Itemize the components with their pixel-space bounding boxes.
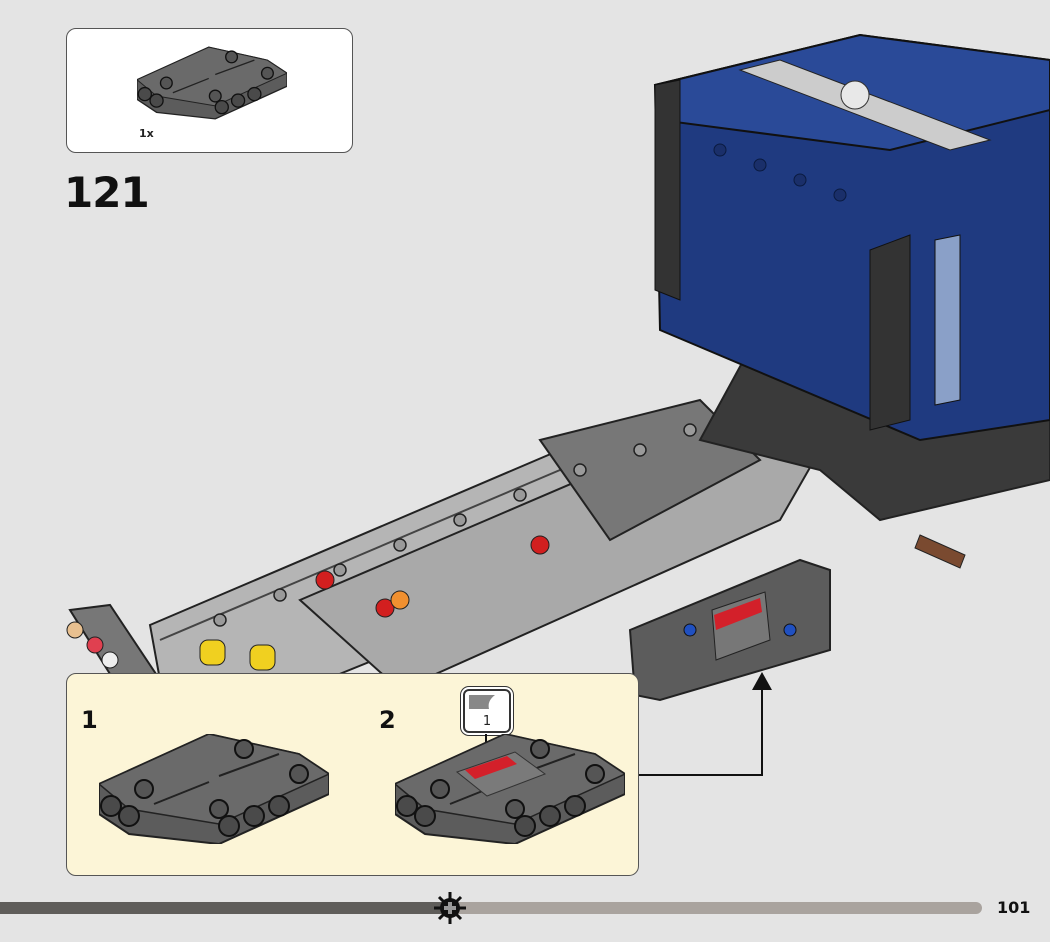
- panel-beam-with-sticker-substep-2: [395, 734, 625, 844]
- substep-number-2: 2: [379, 706, 396, 734]
- chassis: [66, 398, 966, 692]
- substep-callout: 1 2 1: [66, 673, 639, 876]
- gear-icon: [434, 892, 466, 924]
- progress-fill: [0, 902, 452, 914]
- truck-cab: [653, 33, 1050, 522]
- part-quantity: 1x: [139, 127, 154, 140]
- callout-connector-line: [639, 688, 763, 776]
- sticker-number: 1: [482, 714, 492, 729]
- substep-number-1: 1: [81, 706, 98, 734]
- parts-list-box: 1x: [66, 28, 353, 153]
- page-number: 101: [997, 898, 1031, 917]
- model-assembly-image: [66, 33, 1050, 776]
- page-progress-bar: [0, 902, 982, 914]
- step-number: 121: [64, 168, 150, 217]
- panel-beam-substep-1: [99, 734, 329, 844]
- sticker-sheet-icon: 1: [463, 689, 511, 733]
- arrow-up-icon: [752, 672, 772, 690]
- front-panel: [628, 558, 831, 702]
